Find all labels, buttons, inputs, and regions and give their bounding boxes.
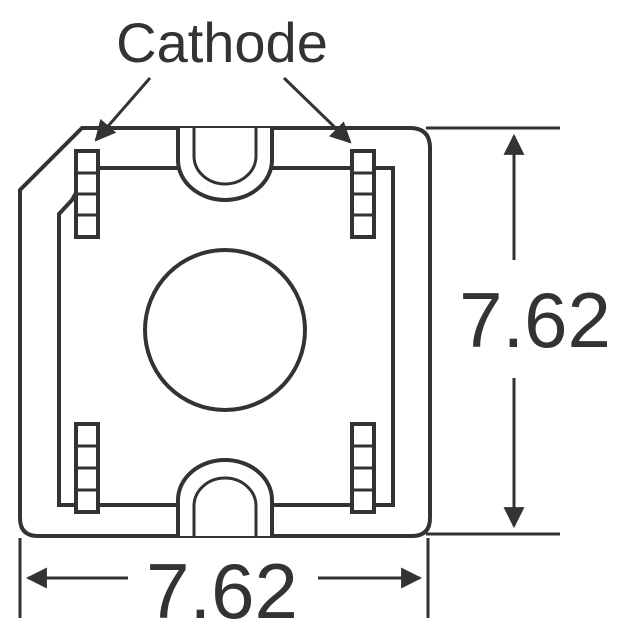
- height-dimension: [426, 126, 560, 536]
- package-outline: [18, 126, 432, 538]
- pad-top-right: [350, 149, 376, 239]
- cathode-label: Cathode: [116, 11, 328, 74]
- width-dimension-label: 7.62: [146, 547, 298, 635]
- cathode-leader-right: [282, 76, 352, 144]
- width-dimension: [18, 538, 430, 618]
- center-window-circle: [143, 248, 307, 412]
- cathode-leader-left: [94, 77, 152, 142]
- top-notch: [176, 128, 274, 202]
- bottom-notch-inner: [192, 476, 258, 536]
- top-notch-inner: [192, 128, 258, 186]
- bottom-notch: [176, 458, 274, 536]
- pad-top-left: [74, 149, 100, 239]
- pad-bottom-right: [350, 422, 376, 514]
- height-dimension-label: 7.62: [459, 276, 611, 364]
- pad-bottom-left: [74, 422, 100, 514]
